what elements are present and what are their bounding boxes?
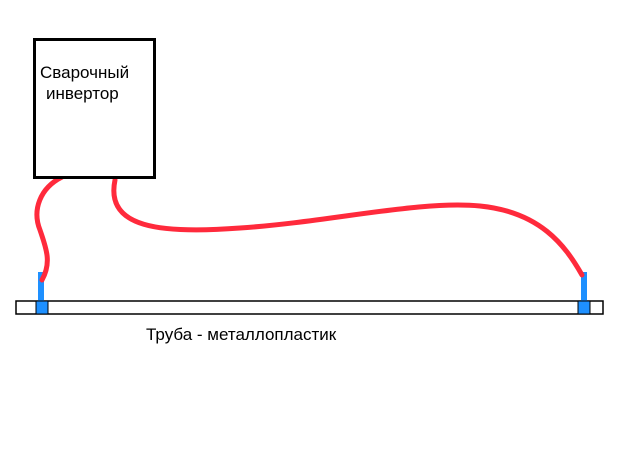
right-clamp-contact — [577, 300, 591, 315]
short-cable — [34, 174, 65, 283]
pipe-label: Труба - металлопластик — [146, 325, 337, 344]
welding-inverter-label: Сварочный инвертор — [40, 62, 150, 104]
pipe — [15, 300, 604, 315]
inverter-label-line1: Сварочный — [40, 63, 130, 82]
inverter-label-line2: инвертор — [46, 84, 119, 103]
left-clamp — [38, 272, 44, 301]
welding-inverter-box — [33, 38, 156, 179]
long-cable — [111, 177, 585, 278]
right-clamp — [581, 272, 587, 301]
left-clamp-contact — [35, 300, 49, 315]
